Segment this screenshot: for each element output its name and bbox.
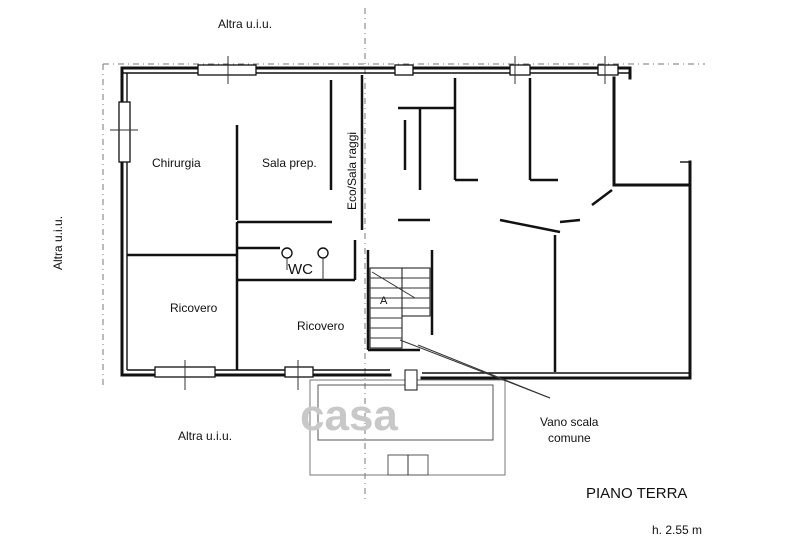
entrance-area [309,369,506,476]
neighbor-label-bottom: Altra u.i.u. [178,429,232,443]
watermark: casa [300,391,398,440]
wc-fixtures [281,247,329,280]
room-label-ricovero-left: Ricovero [170,301,218,315]
room-label-eco-sala-raggi: Eco/Sala raggi [345,132,359,210]
room-label-ricovero-center: Ricovero [297,319,345,333]
partitions [127,75,613,372]
stair-mark: A [380,295,388,307]
stair [369,267,431,349]
neighbor-label-top: Altra u.i.u. [218,17,272,31]
room-label-chirurgia: Chirurgia [152,156,201,170]
room-label-wc: WC [288,261,313,278]
room-label-sala-prep: Sala prep. [262,156,317,170]
axis-lines [102,8,705,500]
windows [110,56,619,390]
floor-title: PIANO TERRA [586,485,687,502]
neighbor-label-left: Altra u.i.u. [51,216,65,270]
outer-walls [120,66,692,380]
ceiling-height: h. 2.55 m [652,523,702,537]
label-comune: comune [548,431,591,445]
leader-line [399,339,551,399]
label-vano-scala: Vano scala [540,415,599,429]
